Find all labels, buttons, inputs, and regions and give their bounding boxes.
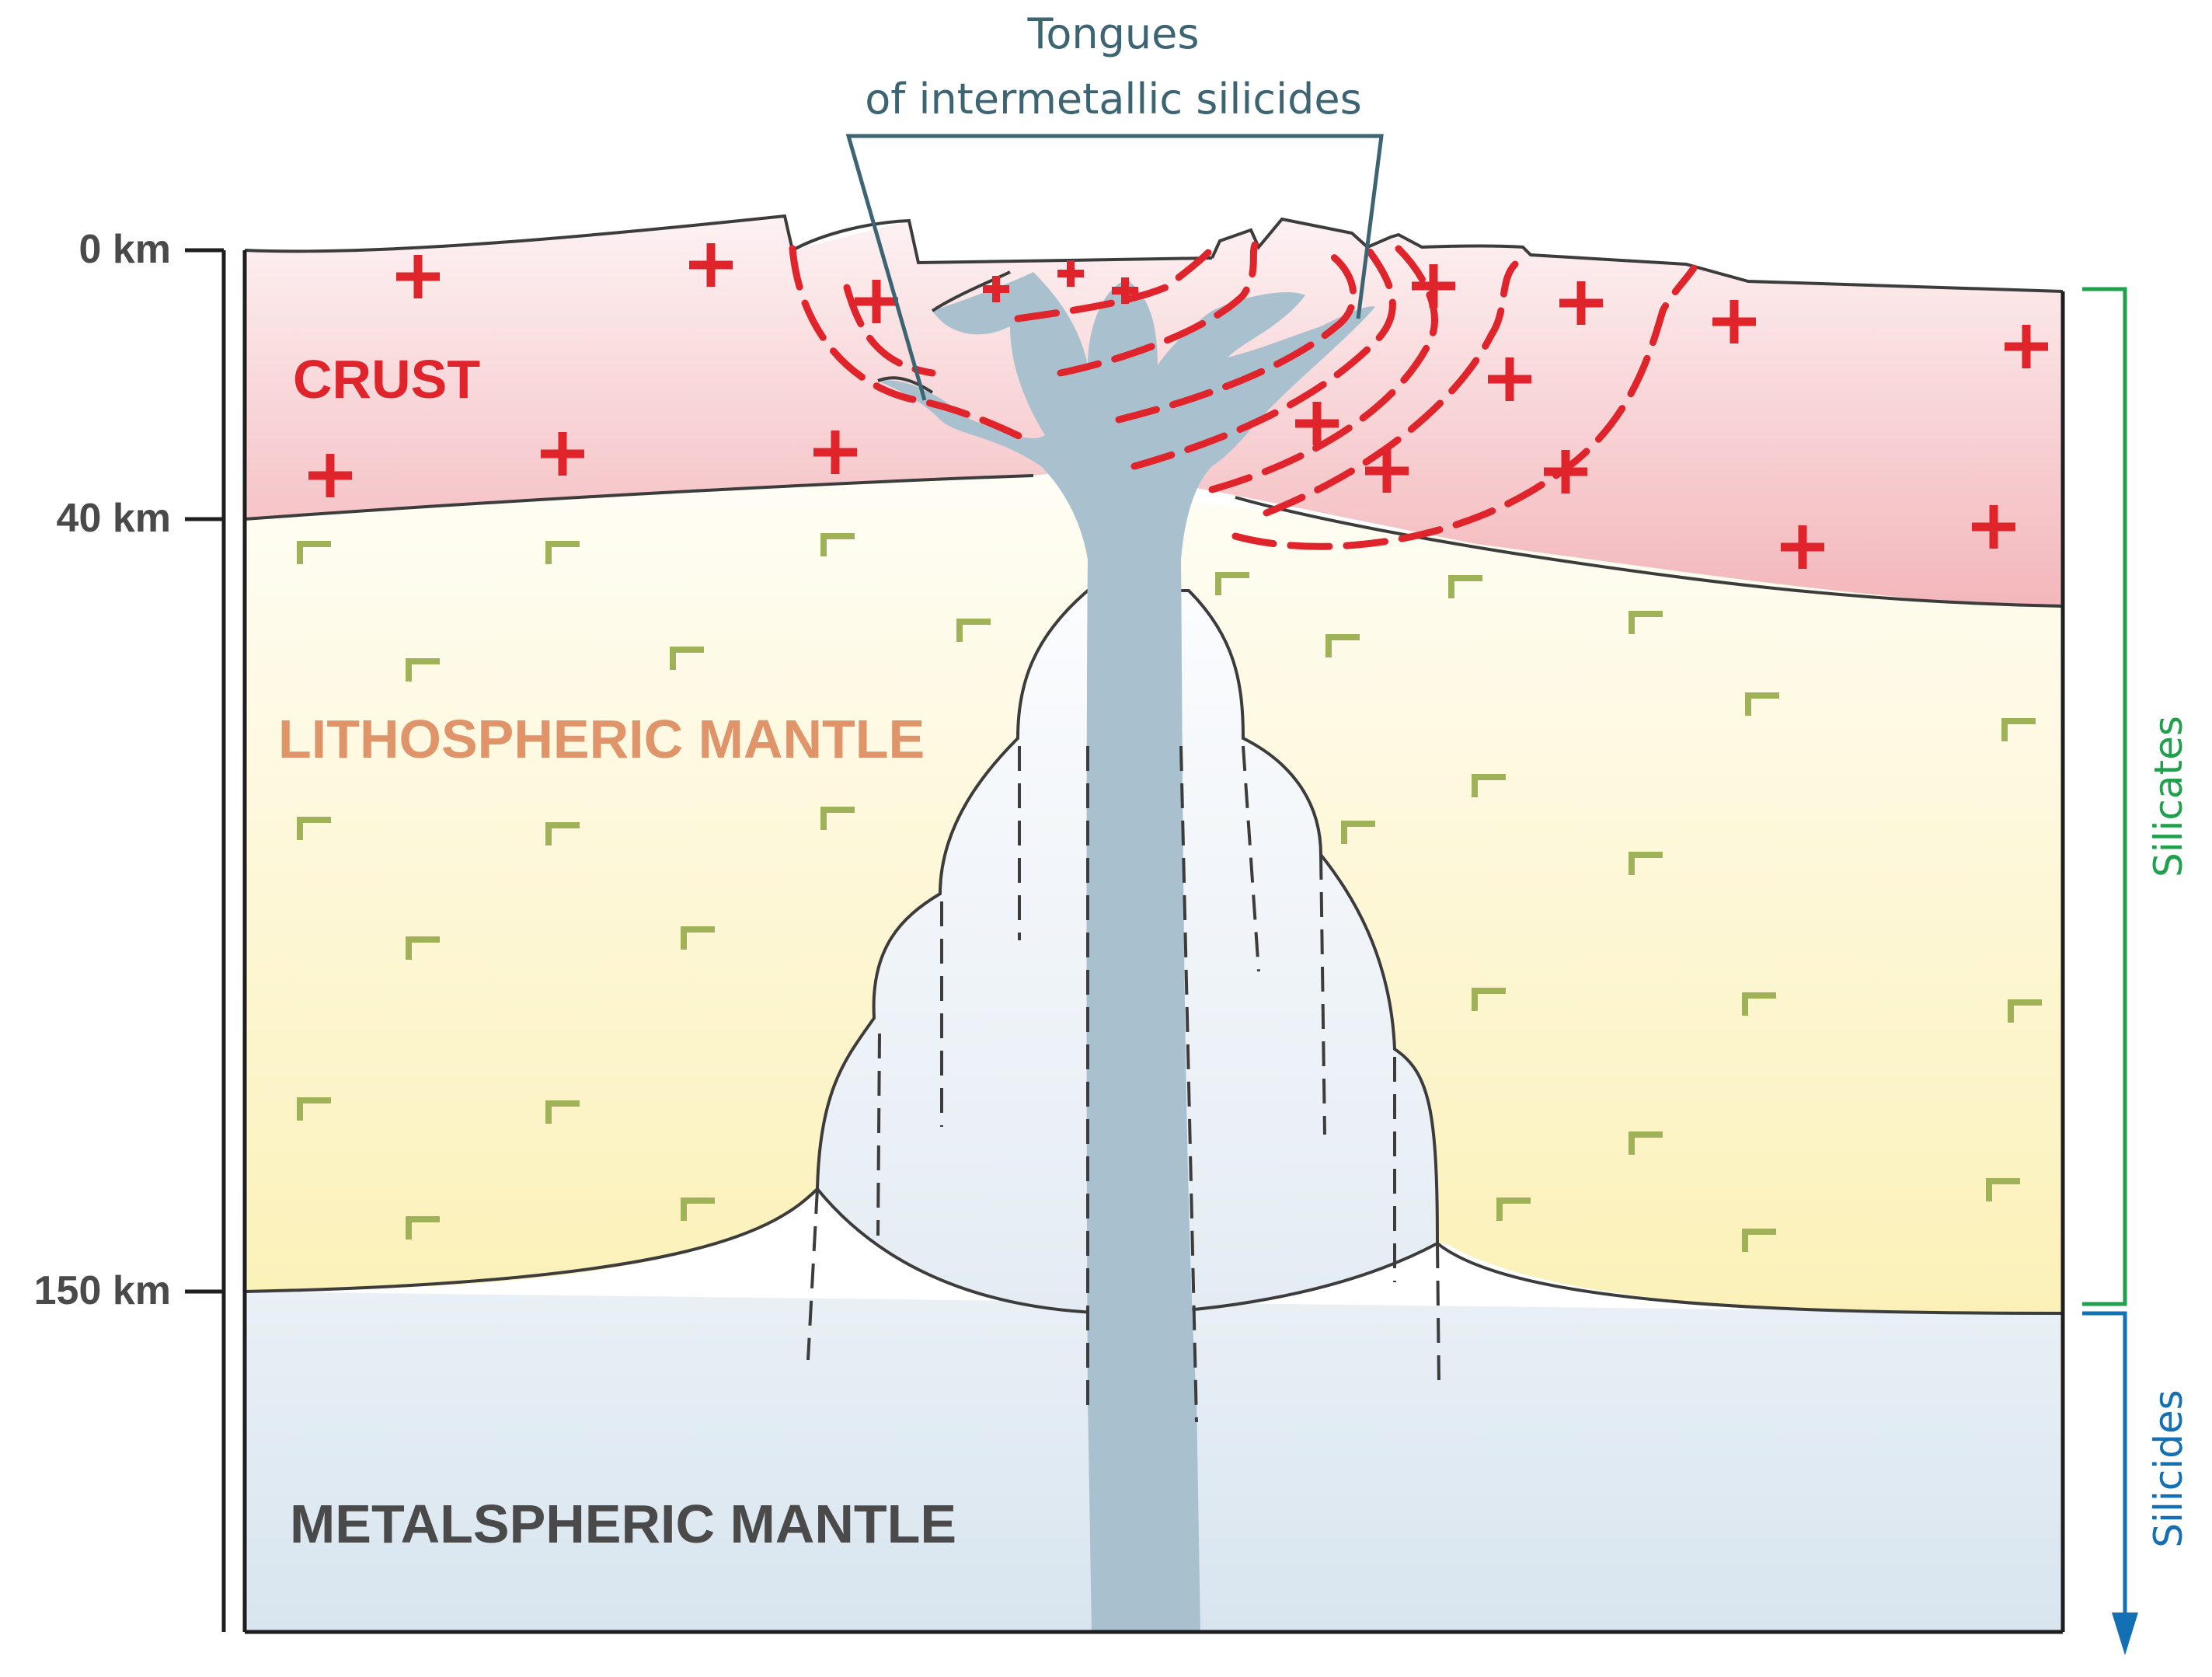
silicide-plume-conduit: [877, 270, 1375, 1632]
silicates-bracket: [2082, 287, 2127, 1306]
fault-lines: [789, 241, 1698, 550]
depth-label-0: 0 km: [78, 227, 171, 272]
depth-label-150: 150 km: [34, 1268, 171, 1313]
silicates-label: Silicates: [2146, 716, 2191, 877]
callout-line-2: of intermetallic silicides: [865, 75, 1362, 124]
crust-label: CRUST: [293, 349, 480, 410]
depth-label-40: 40 km: [57, 496, 171, 541]
silicides-label: Silicides: [2146, 1389, 2191, 1547]
surface-outline: [244, 214, 2064, 608]
callout-line-1: Tongues: [1027, 9, 1200, 58]
depth-axis: [185, 248, 226, 1632]
dome-streaks: [806, 745, 1440, 1423]
lithospheric-mantle-label: LITHOSPHERIC MANTLE: [278, 709, 925, 769]
section-frame: [242, 250, 2065, 1634]
metalspheric-mantle-label: METALSPHERIC MANTLE: [290, 1494, 956, 1554]
silicides-arrow: [2082, 1311, 2138, 1655]
tongues-callout: [845, 134, 1384, 401]
